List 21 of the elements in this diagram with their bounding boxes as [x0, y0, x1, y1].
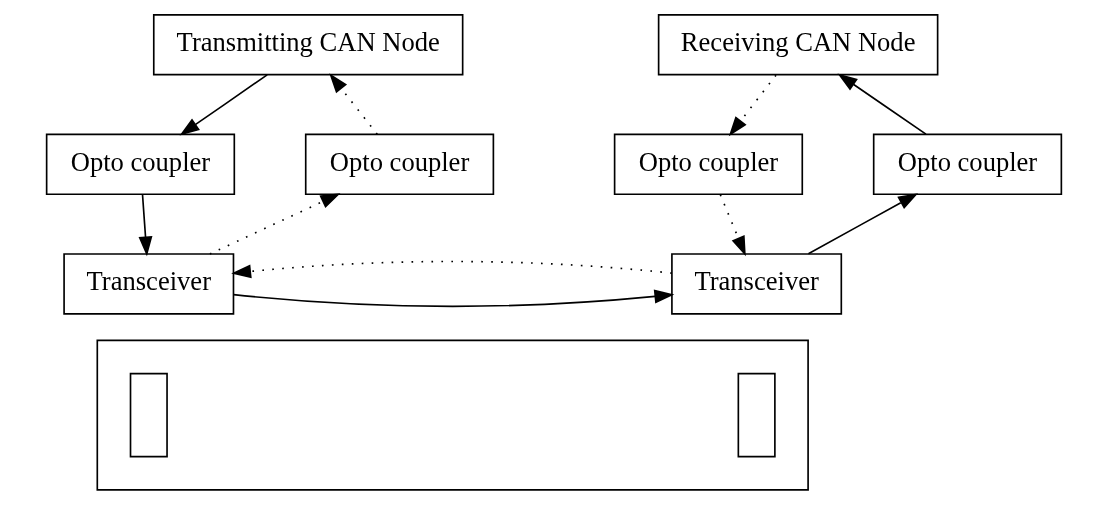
arrow [230, 260, 673, 279]
arrow [138, 193, 152, 257]
arrow [837, 73, 927, 135]
node-box: Opto coupler [872, 133, 1062, 196]
node-box: Transceiver [62, 253, 234, 315]
arrow [208, 193, 340, 255]
arrow [807, 193, 918, 255]
node-box: Transceiver [670, 253, 842, 315]
node-box: Receiving CAN Node [657, 14, 938, 76]
node-box: Opto coupler [45, 133, 235, 196]
arrow [179, 74, 268, 136]
node-box [737, 372, 776, 458]
arrow [328, 73, 378, 136]
arrow [728, 74, 777, 137]
node-box: Opto coupler [613, 133, 803, 196]
node-box: Opto coupler [304, 133, 494, 196]
node-box [129, 372, 168, 458]
cluster [95, 339, 809, 491]
node-box: Transmitting CAN Node [152, 14, 463, 76]
arrow [719, 193, 746, 257]
arrow [232, 289, 674, 308]
